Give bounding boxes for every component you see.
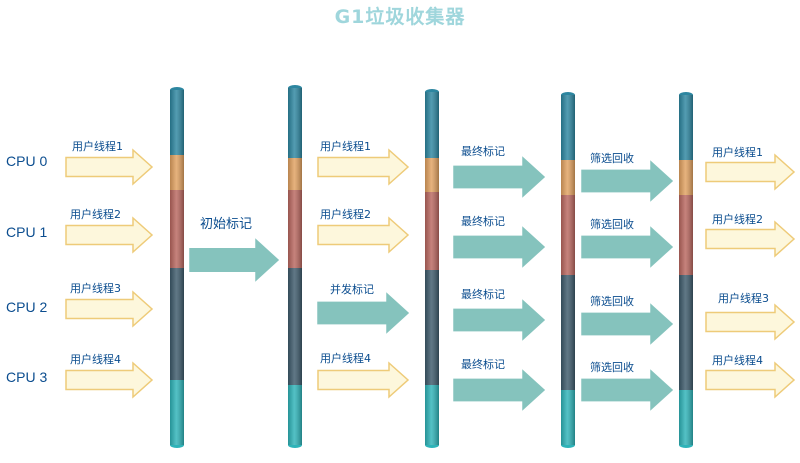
- live-count-arrow-0: [581, 160, 674, 202]
- final-mark-label-2: 最终标记: [461, 288, 505, 301]
- cpu-1-label: CPU 1: [6, 224, 48, 240]
- final-mark-arrow-1: [453, 226, 546, 268]
- col3-thread4-label: 用户线程4: [320, 352, 371, 365]
- initial-mark-label: 初始标记: [200, 217, 253, 232]
- pillar-5: [679, 92, 693, 448]
- col3-thread2-arrow: [317, 216, 410, 254]
- pillar-2: [288, 85, 302, 448]
- col6-thread2-arrow: [705, 220, 796, 258]
- live-count-arrow-1: [581, 226, 674, 268]
- col3-thread2-label: 用户线程2: [320, 208, 371, 221]
- col1-thread1-arrow: [65, 148, 154, 186]
- live-count-arrow-3: [581, 369, 674, 411]
- concurrent-mark-label: 并发标记: [330, 283, 374, 296]
- live-count-arrow-2: [581, 303, 674, 345]
- pillar-4: [561, 92, 575, 448]
- cpu-0-label: CPU 0: [6, 153, 48, 169]
- col6-thread2-label: 用户线程2: [712, 213, 763, 226]
- col1-thread1-label: 用户线程1: [72, 140, 123, 153]
- col3-thread1-label: 用户线程1: [320, 140, 371, 153]
- live-count-label-0: 筛选回收: [590, 152, 634, 165]
- col3-thread4-arrow: [317, 361, 410, 399]
- pillar-3: [425, 89, 439, 448]
- col1-thread2-label: 用户线程2: [70, 208, 121, 221]
- col6-thread1-arrow: [705, 153, 796, 191]
- col6-thread1-label: 用户线程1: [712, 146, 763, 159]
- col1-thread3-arrow: [65, 290, 154, 328]
- final-mark-label-1: 最终标记: [461, 215, 505, 228]
- col6-thread3-arrow: [705, 303, 796, 341]
- cpu-3-label: CPU 3: [6, 369, 48, 385]
- initial-mark-arrow: [189, 238, 280, 282]
- live-count-label-1: 筛选回收: [590, 218, 634, 231]
- final-mark-arrow-0: [453, 156, 546, 198]
- col6-thread4-label: 用户线程4: [712, 354, 763, 367]
- col3-thread1-arrow: [317, 148, 410, 186]
- col6-thread3-label: 用户线程3: [718, 292, 769, 305]
- diagram-title: G1垃圾收集器: [334, 6, 466, 28]
- col6-thread4-arrow: [705, 361, 796, 399]
- concurrent-mark-arrow: [317, 292, 410, 334]
- final-mark-label-0: 最终标记: [461, 145, 505, 158]
- live-count-label-3: 筛选回收: [590, 361, 634, 374]
- col1-thread2-arrow: [65, 216, 154, 254]
- pillar-1: [170, 87, 184, 448]
- final-mark-arrow-2: [453, 299, 546, 341]
- final-mark-arrow-3: [453, 369, 546, 411]
- final-mark-label-3: 最终标记: [461, 358, 505, 371]
- col1-thread3-label: 用户线程3: [70, 282, 121, 295]
- col1-thread4-arrow: [65, 361, 154, 399]
- cpu-2-label: CPU 2: [6, 299, 48, 315]
- live-count-label-2: 筛选回收: [590, 295, 634, 308]
- col1-thread4-label: 用户线程4: [70, 353, 121, 366]
